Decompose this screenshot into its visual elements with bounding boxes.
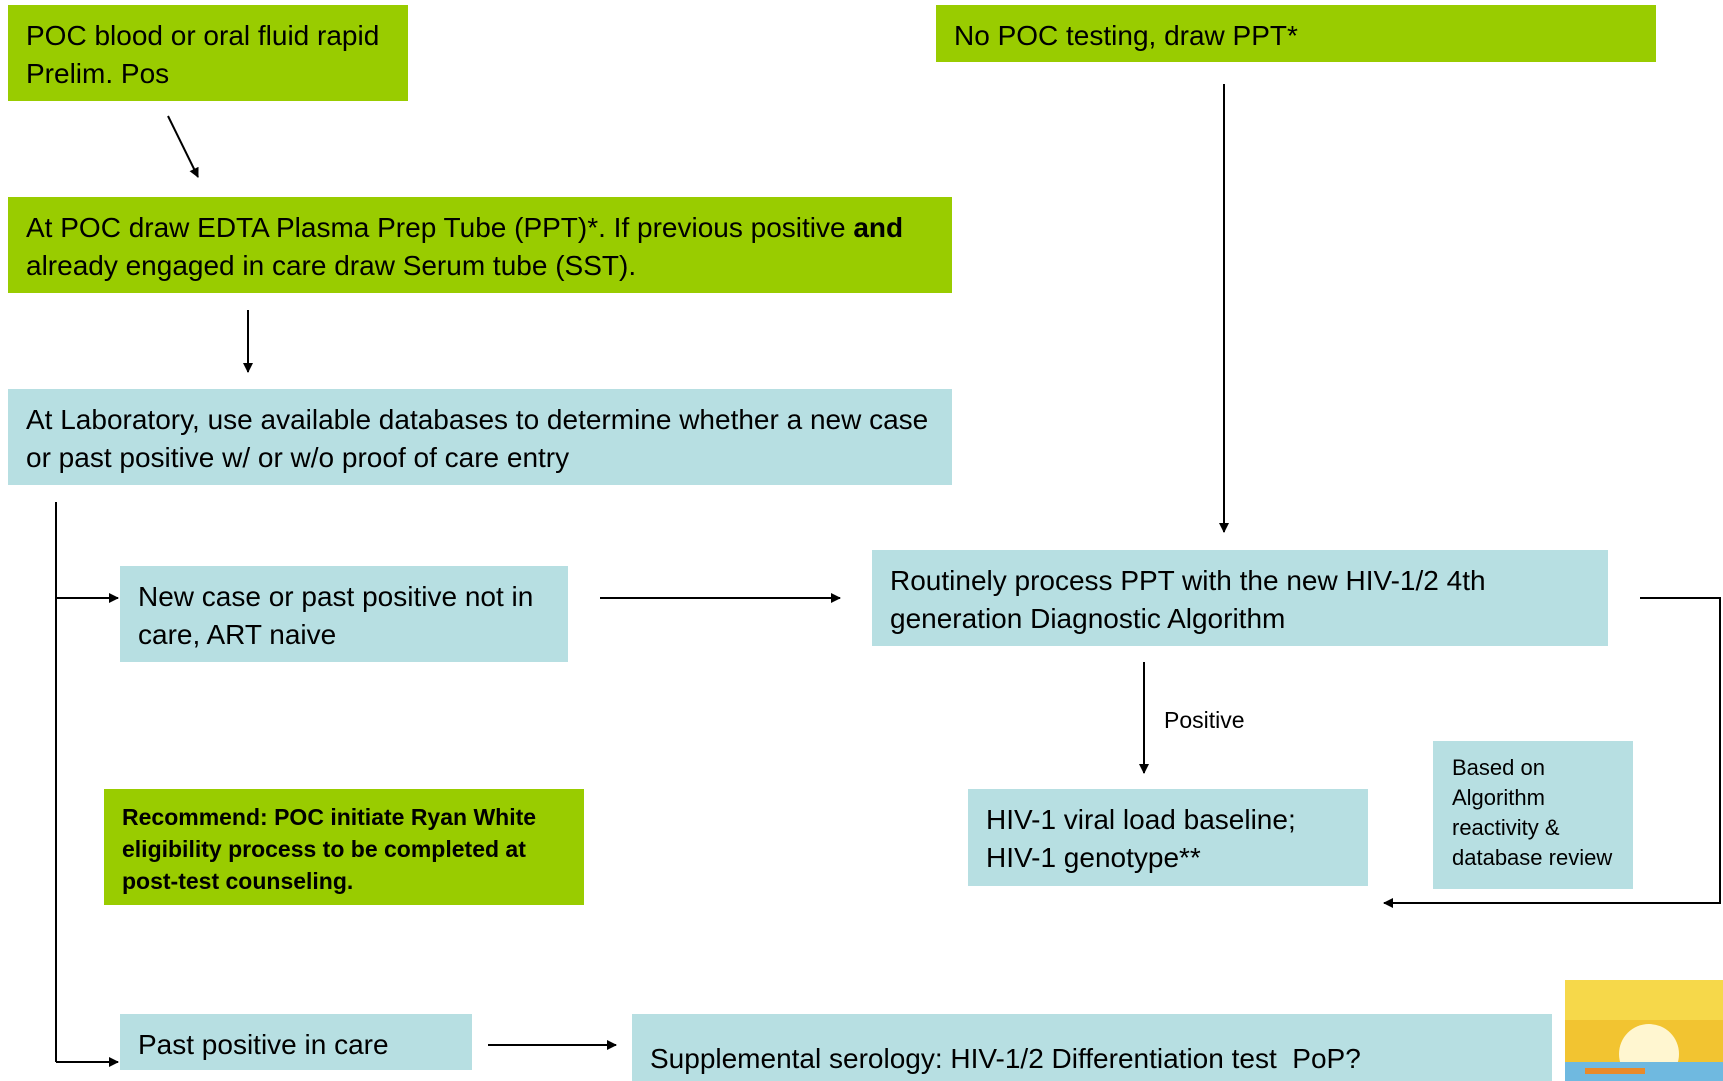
at-laboratory-text: At Laboratory, use available databases t… [26, 404, 929, 473]
viral-load-text: HIV-1 viral load baseline; HIV-1 genotyp… [986, 804, 1296, 873]
at-poc-box: At POC draw EDTA Plasma Prep Tube (PPT)*… [8, 197, 952, 293]
routinely-process-text: Routinely process PPT with the new HIV-1… [890, 565, 1486, 634]
recommend-box: Recommend: POC initiate Ryan White eligi… [104, 789, 584, 905]
new-case-text: New case or past positive not in care, A… [138, 581, 534, 650]
sunrise-logo [1565, 980, 1723, 1081]
arrow-routinely-loop-to-viral-load [1383, 597, 1721, 908]
routinely-process-box: Routinely process PPT with the new HIV-1… [872, 550, 1608, 646]
no-poc-text: No POC testing, draw PPT* [954, 20, 1298, 51]
no-poc-box: No POC testing, draw PPT* [936, 5, 1656, 62]
recommend-text: Recommend: POC initiate Ryan White eligi… [122, 804, 537, 894]
past-positive-text: Past positive in care [138, 1029, 389, 1060]
at-poc-text-bold: and [853, 212, 904, 243]
based-on-box: Based on Algorithm reactivity & database… [1433, 741, 1633, 889]
arrow-rapid-to-poc [167, 115, 199, 178]
at-poc-text-1: At POC draw EDTA Plasma Prep Tube (PPT)*… [26, 212, 854, 243]
past-positive-box: Past positive in care [120, 1014, 472, 1070]
at-laboratory-box: At Laboratory, use available databases t… [8, 389, 952, 485]
positive-label: Positive [1164, 707, 1245, 733]
at-poc-text-2: already engaged in care draw Serum tube … [26, 250, 637, 281]
viral-load-box: HIV-1 viral load baseline; HIV-1 genotyp… [968, 789, 1368, 886]
supplemental-serology-text: Supplemental serology: HIV-1/2 Different… [650, 1043, 1361, 1074]
supplemental-serology-box: Supplemental serology: HIV-1/2 Different… [632, 1014, 1552, 1081]
poc-rapid-text: POC blood or oral fluid rapid Prelim. Po… [26, 20, 380, 89]
new-case-box: New case or past positive not in care, A… [120, 566, 568, 662]
poc-rapid-box: POC blood or oral fluid rapid Prelim. Po… [8, 5, 408, 101]
based-on-text: Based on Algorithm reactivity & database… [1452, 755, 1613, 870]
